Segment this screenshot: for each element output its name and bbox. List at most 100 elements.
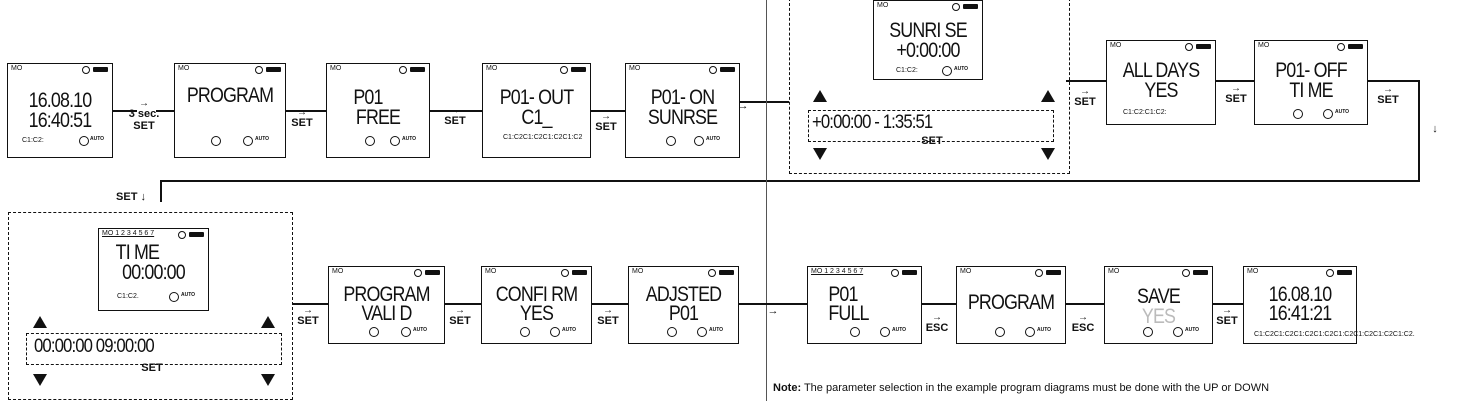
battery-icon <box>410 67 425 72</box>
battery-icon <box>719 270 734 275</box>
circle-icon <box>390 136 400 146</box>
down-arrow-icon[interactable] <box>813 148 827 160</box>
connector-line <box>113 110 137 112</box>
connector-line <box>1066 80 1106 82</box>
sunrise-value-field <box>808 110 1054 142</box>
connector-line <box>1066 303 1104 305</box>
battery-icon <box>266 67 281 72</box>
time-value-field <box>26 333 282 365</box>
connector-line <box>740 101 789 103</box>
circle-icon <box>1323 109 1333 119</box>
circle-icon <box>369 327 379 337</box>
up-arrow-icon[interactable] <box>33 316 47 328</box>
time-edit-box <box>8 212 293 400</box>
up-arrow-icon[interactable] <box>261 316 275 328</box>
clock-icon <box>414 269 422 277</box>
set-label: →SET <box>597 305 619 328</box>
circle-icon <box>401 327 411 337</box>
set-label: →SET <box>1216 305 1238 328</box>
clock-icon <box>1337 43 1345 51</box>
set-label: →SET <box>595 111 617 134</box>
connector-line <box>430 110 482 112</box>
up-arrow-icon[interactable] <box>1041 90 1055 102</box>
circle-icon <box>243 136 253 146</box>
time-edit-value: 00:00:00 09:00:00 <box>34 336 155 357</box>
clock-icon <box>952 3 960 11</box>
battery-icon <box>963 4 978 9</box>
circle-icon <box>880 327 890 337</box>
three-sec-set-label: →3 sec.SET <box>128 98 160 133</box>
lcd-screen-program: MO PROGRAM AUTO <box>174 63 286 158</box>
circle-icon <box>211 136 221 146</box>
battery-icon <box>572 270 587 275</box>
connector-line <box>739 303 807 305</box>
battery-icon <box>902 270 917 275</box>
clock-icon <box>82 66 90 74</box>
clock-icon <box>709 66 717 74</box>
clock-icon <box>399 66 407 74</box>
connector-line <box>922 303 956 305</box>
set-label: →SET <box>1074 86 1096 109</box>
connector-line <box>1368 80 1420 82</box>
battery-icon <box>93 67 108 72</box>
battery-icon <box>1196 44 1211 49</box>
set-label: SET <box>921 135 943 147</box>
battery-icon <box>425 270 440 275</box>
esc-label: →ESC <box>1071 312 1095 335</box>
connector-line <box>156 110 174 112</box>
clock-icon <box>708 269 716 277</box>
clock-icon <box>1185 43 1193 51</box>
lcd-screen-all-days: MO ALL DAYS YES C1:C2:C1:C2: <box>1106 40 1216 125</box>
lcd-screen-p01-free: MO P01 FREE AUTO <box>326 63 430 158</box>
connector-line <box>591 110 625 112</box>
circle-icon <box>520 327 530 337</box>
circle-icon <box>995 327 1005 337</box>
clock-icon <box>891 269 899 277</box>
circle-icon <box>850 327 860 337</box>
set-down-label: SET ↓ <box>116 191 146 203</box>
battery-icon <box>720 67 735 72</box>
circle-icon <box>79 136 89 146</box>
clock-icon <box>255 66 263 74</box>
lcd-screen-p01-on: MO P01- ON SUNRSE AUTO <box>625 63 740 158</box>
up-arrow-icon[interactable] <box>813 90 827 102</box>
lcd-screen-p01-off: MO P01- OFF TI ME AUTO <box>1254 40 1368 125</box>
connector-line <box>592 303 628 305</box>
lcd-screen-date-time: MO 16.08.10 16:40:51 C1:C2: AUTO <box>7 63 113 158</box>
circle-icon <box>697 327 707 337</box>
battery-icon <box>1337 270 1352 275</box>
connector-line <box>160 180 162 202</box>
down-arrow-icon[interactable] <box>261 374 275 386</box>
connector-line <box>160 180 1420 182</box>
battery-icon <box>571 67 586 72</box>
sunrise-edit-value: +0:00:00 - 1:35:51 <box>812 112 933 133</box>
clock-icon <box>560 66 568 74</box>
lcd-screen-save: MO SAVE YES AUTO <box>1104 266 1213 344</box>
battery-icon <box>1193 270 1208 275</box>
lcd-screen-time: MO 1 2 3 4 5 6 7 TI ME 00:00:00 C1:C2. A… <box>98 228 209 311</box>
sunrise-edit-box <box>789 0 1070 174</box>
circle-icon <box>694 136 704 146</box>
clock-icon <box>178 231 186 239</box>
lcd-screen-program-valid: MO PROGRAM VALI D AUTO <box>328 266 445 344</box>
connector-line <box>445 303 481 305</box>
set-label: →SET <box>297 305 319 328</box>
lcd-screen-sunrise: MO SUNRI SE +0:00:00 C1:C2: AUTO <box>873 0 983 80</box>
circle-icon <box>942 66 952 76</box>
set-label: →SET <box>444 105 466 128</box>
down-arrow-icon[interactable] <box>33 374 47 386</box>
connector-line <box>286 110 326 112</box>
lcd-screen-confirm: MO CONFI RM YES AUTO <box>481 266 592 344</box>
lcd-screen-adjusted: MO ADJSTED P01 AUTO <box>628 266 739 344</box>
connector-line <box>292 303 328 305</box>
circle-icon <box>169 292 179 302</box>
clock-icon <box>1182 269 1190 277</box>
esc-label: →ESC <box>925 312 949 335</box>
set-label: →SET <box>1377 84 1399 107</box>
page-divider <box>766 0 767 401</box>
battery-icon <box>1046 270 1061 275</box>
down-arrow-icon[interactable] <box>1041 148 1055 160</box>
circle-icon <box>550 327 560 337</box>
connector-line <box>1213 303 1243 305</box>
arrow-label: → <box>737 100 749 112</box>
